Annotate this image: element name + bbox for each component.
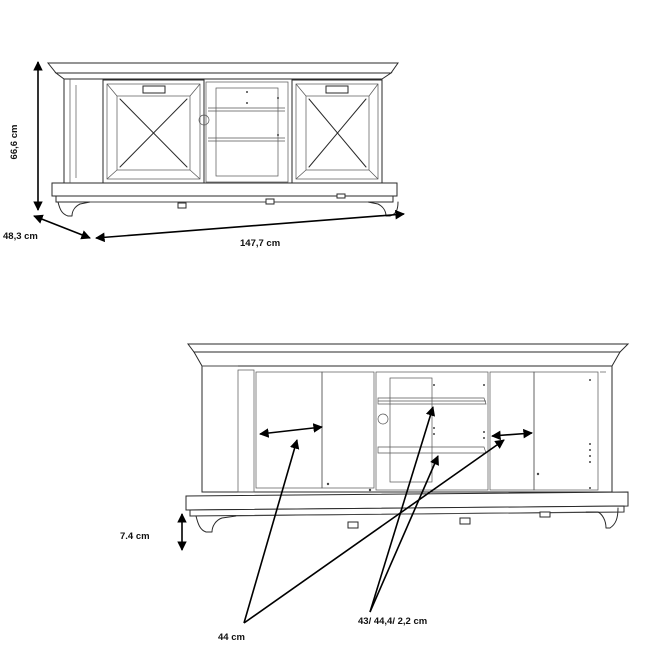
plinth-height-label: 7.4 cm bbox=[120, 531, 150, 542]
compartment-width-label: 44 cm bbox=[218, 632, 245, 643]
shelf-dimensions-label: 43/ 44,4/ 2,2 cm bbox=[358, 616, 427, 627]
width-label: 147,7 cm bbox=[240, 238, 280, 249]
height-label: 66,6 cm bbox=[9, 125, 20, 160]
tv-cabinet-open-view bbox=[185, 343, 630, 533]
bottom-dimension-lines bbox=[177, 406, 533, 624]
top-dimension-lines bbox=[33, 61, 405, 243]
tv-cabinet-front-view bbox=[46, 62, 399, 217]
depth-label: 48,3 cm bbox=[3, 231, 38, 242]
